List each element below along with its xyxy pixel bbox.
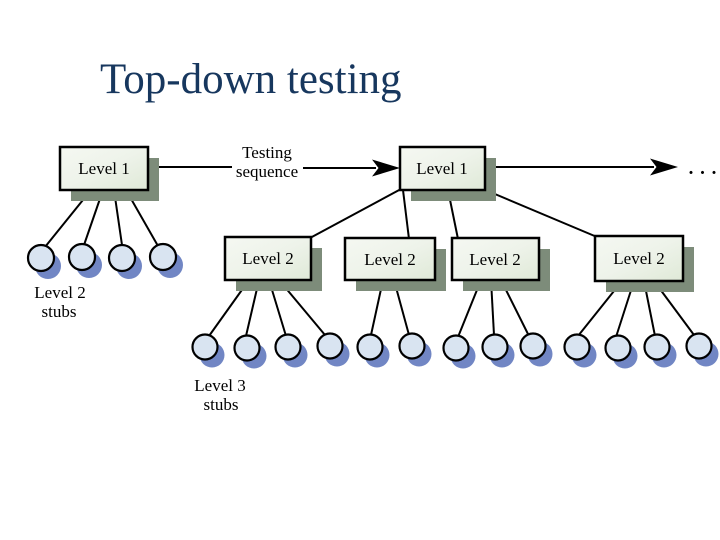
diagram-labels: Testing sequence . . . Level 2 stubs Lev…: [34, 143, 718, 414]
stub-circle: [356, 333, 384, 361]
level3-stub-circles: [191, 332, 719, 369]
module-box-level2-1: Level 2: [223, 235, 322, 291]
level2-stubs-label-line2: stubs: [42, 302, 77, 321]
slide-title: Top-down testing: [100, 56, 402, 103]
module-box-level2-3: Level 2: [450, 236, 550, 291]
box-label: Level 2: [242, 249, 293, 268]
box: [343, 236, 437, 282]
arrowhead-icon: [372, 159, 400, 177]
ellipsis-label: . . .: [689, 158, 718, 179]
arrowhead-icon: [650, 158, 678, 176]
stub-circle: [563, 333, 591, 361]
box: [223, 235, 313, 282]
stub-circle: [398, 332, 426, 360]
connector-line: [402, 189, 410, 240]
stub-circle: [643, 333, 671, 361]
stub-circle: [191, 333, 219, 361]
level2-stub-circles: [26, 242, 183, 279]
stub-circle: [26, 243, 56, 273]
stub-circle: [67, 242, 97, 272]
connector-line: [309, 188, 402, 239]
box-label: Level 2: [613, 249, 664, 268]
stub-circle: [107, 243, 137, 273]
stub-circle: [481, 333, 509, 361]
stub-circle: [442, 334, 470, 362]
box: [450, 236, 541, 282]
box-label: Level 1: [78, 159, 129, 178]
stub-circle: [685, 332, 713, 360]
connector-line: [482, 188, 598, 238]
level3-stubs-label-line1: Level 3: [194, 376, 245, 395]
box-label: Level 1: [416, 159, 467, 178]
testing-sequence-label-line1: Testing: [242, 143, 292, 162]
stub-circle: [316, 332, 344, 360]
testing-sequence-label-line2: sequence: [236, 162, 298, 181]
box-label: Level 2: [469, 250, 520, 269]
module-box-level2-2: Level 2: [343, 236, 446, 291]
stub-circle: [604, 334, 632, 362]
box: [593, 234, 685, 283]
stub-circle: [233, 334, 261, 362]
box: [398, 145, 487, 192]
box: [58, 145, 150, 192]
level3-stubs-label-line2: stubs: [204, 395, 239, 414]
module-box-level1-right: Level 1: [398, 145, 496, 201]
stub-circle: [148, 242, 178, 272]
module-box-level2-4: Level 2: [593, 234, 694, 292]
box-label: Level 2: [364, 250, 415, 269]
level2-stubs-label-line1: Level 2: [34, 283, 85, 302]
stub-circle: [274, 333, 302, 361]
stub-circle: [519, 332, 547, 360]
module-box-level1-left: Level 1: [58, 145, 159, 201]
